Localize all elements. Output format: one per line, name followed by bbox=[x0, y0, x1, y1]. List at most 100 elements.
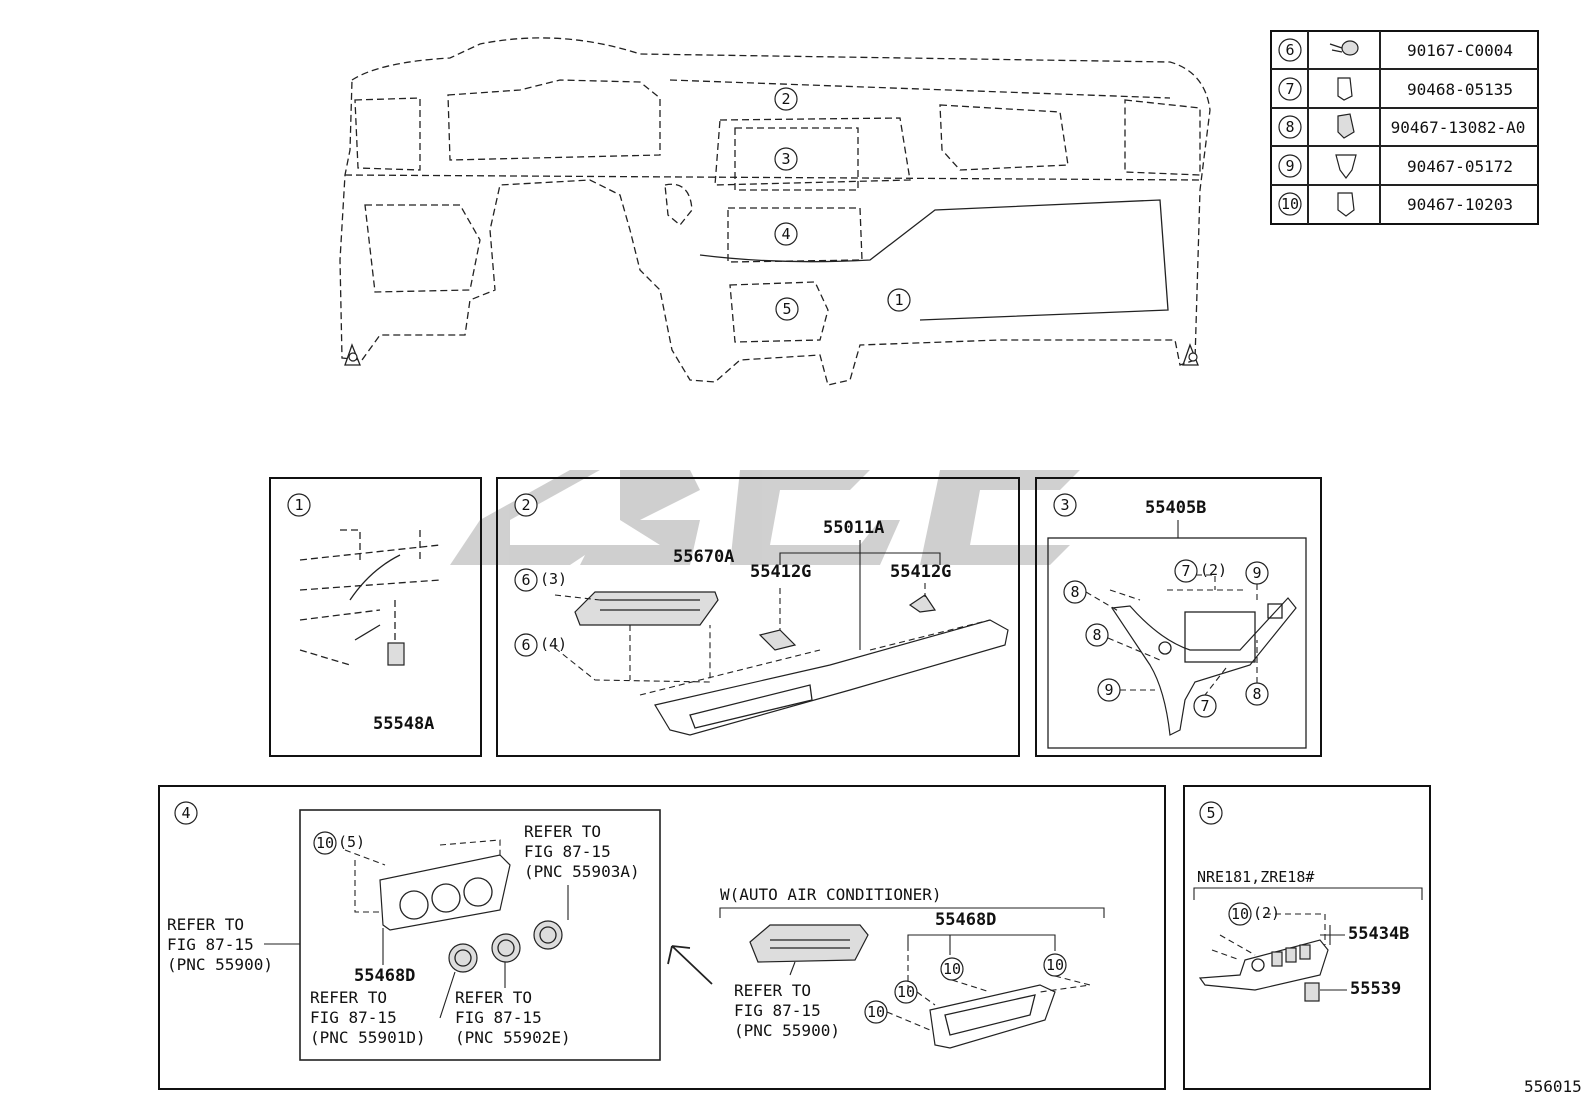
svg-text:REFER TO: REFER TO bbox=[167, 915, 244, 934]
table-ref: 9 bbox=[1285, 157, 1294, 175]
panel-3-ref: 8 bbox=[1085, 623, 1109, 647]
svg-text:7: 7 bbox=[1181, 562, 1190, 580]
svg-text:(PNC 55903A): (PNC 55903A) bbox=[524, 862, 640, 881]
part-number-55434b[interactable]: 55434B bbox=[1348, 924, 1409, 944]
table-ref: 10 bbox=[1281, 195, 1299, 213]
svg-text:FIG 87-15: FIG 87-15 bbox=[524, 842, 611, 861]
table-ref: 6 bbox=[1285, 41, 1294, 59]
part-number-55011a[interactable]: 55011A bbox=[823, 518, 884, 538]
refer-to-fig-55900[interactable]: REFER TO FIG 87-15 (PNC 55900) bbox=[167, 915, 273, 974]
overview-callout-1[interactable]: 1 bbox=[887, 288, 911, 312]
svg-text:FIG 87-15: FIG 87-15 bbox=[734, 1001, 821, 1020]
part-number-55548a[interactable]: 55548A bbox=[373, 714, 434, 734]
panel-3-ref: 8 bbox=[1245, 682, 1269, 706]
part-number-55412g-right[interactable]: 55412G bbox=[890, 562, 951, 582]
refer-to-fig-55901d[interactable]: REFER TO FIG 87-15 (PNC 55901D) bbox=[310, 988, 426, 1047]
air-vent-part bbox=[554, 591, 719, 683]
panel-2-frame bbox=[496, 477, 1020, 757]
clip-icon bbox=[1335, 154, 1357, 179]
svg-text:9: 9 bbox=[1252, 564, 1261, 582]
dashboard-overview bbox=[339, 37, 1211, 386]
svg-text:8: 8 bbox=[1070, 583, 1079, 601]
knob-55901d bbox=[448, 943, 478, 973]
overview-callout-3[interactable]: 3 bbox=[774, 147, 798, 171]
control-panel-left bbox=[344, 839, 511, 931]
panel-4-frame bbox=[158, 785, 1166, 1090]
panel-2-ref-6b: 6 bbox=[514, 633, 538, 657]
svg-text:FIG 87-15: FIG 87-15 bbox=[455, 1008, 542, 1027]
svg-text:4: 4 bbox=[181, 804, 190, 822]
part-number[interactable]: 90468-05135 bbox=[1407, 80, 1513, 99]
knob-55902e bbox=[491, 933, 521, 963]
knob-55903a bbox=[533, 920, 563, 950]
table-ref: 7 bbox=[1285, 80, 1294, 98]
panel-3-callout: 3 bbox=[1053, 493, 1077, 517]
refer-to-fig-55900-auto[interactable]: REFER TO FIG 87-15 (PNC 55900) bbox=[734, 981, 840, 1040]
panel-3-ref: 7 bbox=[1174, 559, 1198, 583]
svg-text:6: 6 bbox=[521, 636, 530, 654]
part-number-55539[interactable]: 55539 bbox=[1350, 979, 1401, 999]
panel-3-frame bbox=[1035, 477, 1322, 757]
figure-number: 556015 bbox=[1524, 1077, 1582, 1096]
panel-4-callout: 4 bbox=[174, 801, 198, 825]
table-ref: 8 bbox=[1285, 118, 1294, 136]
panel-5-callout: 5 bbox=[1199, 801, 1223, 825]
part-number-55670a[interactable]: 55670A bbox=[673, 547, 734, 567]
overview-callout-5[interactable]: 5 bbox=[775, 297, 799, 321]
panel-4-ref-10: 10 bbox=[940, 957, 964, 981]
panel-1-drawing bbox=[299, 529, 441, 666]
svg-text:(PNC 55901D): (PNC 55901D) bbox=[310, 1028, 426, 1047]
svg-text:REFER TO: REFER TO bbox=[734, 981, 811, 1000]
svg-text:10: 10 bbox=[1046, 956, 1064, 974]
panel-3-ref: 8 bbox=[1063, 580, 1087, 604]
dash-panel-strip bbox=[639, 619, 1009, 736]
panel-3-ref: 7 bbox=[1193, 694, 1217, 718]
watermark-logo bbox=[450, 470, 1080, 565]
parts-table bbox=[1270, 30, 1539, 225]
overview-callout-4[interactable]: 4 bbox=[774, 222, 798, 246]
panel-4-ref-10: 10 bbox=[313, 831, 337, 855]
part-number-55468d-left[interactable]: 55468D bbox=[354, 966, 415, 986]
part-number[interactable]: 90467-05172 bbox=[1407, 157, 1513, 176]
svg-text:8: 8 bbox=[1252, 685, 1261, 703]
part-number[interactable]: 90467-10203 bbox=[1407, 195, 1513, 214]
svg-text:(PNC 55902E): (PNC 55902E) bbox=[455, 1028, 571, 1047]
panel-3-ref: 9 bbox=[1245, 561, 1269, 585]
clip-icon bbox=[1337, 192, 1355, 217]
variant-label: NRE181,ZRE18# bbox=[1197, 868, 1314, 886]
svg-text:1: 1 bbox=[294, 496, 303, 514]
refer-to-fig-55903a[interactable]: REFER TO FIG 87-15 (PNC 55903A) bbox=[524, 822, 640, 881]
svg-text:5: 5 bbox=[782, 300, 791, 318]
switch-panel-part bbox=[1198, 939, 1329, 991]
svg-text:5: 5 bbox=[1206, 804, 1215, 822]
svg-text:REFER TO: REFER TO bbox=[455, 988, 532, 1007]
panel-2-ref-6a: 6 bbox=[514, 568, 538, 592]
svg-text:FIG 87-15: FIG 87-15 bbox=[167, 935, 254, 954]
part-number[interactable]: 90167-C0004 bbox=[1407, 41, 1513, 60]
svg-text:REFER TO: REFER TO bbox=[524, 822, 601, 841]
panel-2-callout: 2 bbox=[514, 493, 538, 517]
table-row: 9 90467-05172 bbox=[1278, 154, 1513, 179]
auto-air-conditioner-label: W(AUTO AIR CONDITIONER) bbox=[720, 885, 942, 904]
svg-text:7: 7 bbox=[1200, 697, 1209, 715]
svg-text:3: 3 bbox=[1060, 496, 1069, 514]
table-row: 6 90167-C0004 bbox=[1278, 38, 1513, 62]
switch-55539 bbox=[1304, 982, 1320, 1002]
panel-4-ref-10: 10 bbox=[864, 1000, 888, 1024]
panel-5-ref-10: 10 bbox=[1228, 902, 1252, 926]
svg-text:4: 4 bbox=[781, 225, 790, 243]
overview-callout-2[interactable]: 2 bbox=[774, 87, 798, 111]
svg-text:10: 10 bbox=[943, 960, 961, 978]
part-number-55412g-left[interactable]: 55412G bbox=[750, 562, 811, 582]
panel-5-frame bbox=[1183, 785, 1431, 1090]
refer-to-fig-55902e[interactable]: REFER TO FIG 87-15 (PNC 55902E) bbox=[455, 988, 571, 1047]
panel-4-ref-10: 10 bbox=[1043, 953, 1067, 977]
svg-text:FIG 87-15: FIG 87-15 bbox=[310, 1008, 397, 1027]
svg-text:3: 3 bbox=[781, 150, 790, 168]
part-number[interactable]: 90467-13082-A0 bbox=[1391, 118, 1526, 137]
part-number-55405b[interactable]: 55405B bbox=[1145, 498, 1206, 518]
table-row: 8 90467-13082-A0 bbox=[1278, 113, 1526, 139]
qty-label: (5) bbox=[338, 833, 365, 851]
part-number-55468d-right[interactable]: 55468D bbox=[935, 910, 996, 930]
